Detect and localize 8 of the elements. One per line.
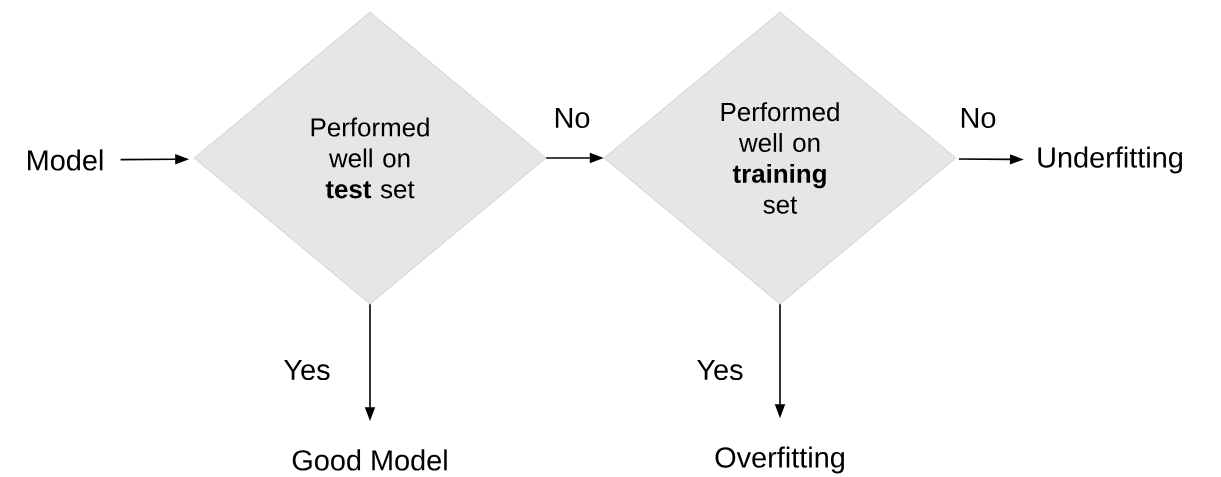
outcome-label: Underfitting: [1038, 146, 1182, 174]
edge-label: No: [961, 107, 996, 129]
outcome-label: Overfitting: [715, 446, 844, 474]
edge-label: Yes: [697, 359, 743, 381]
edge-label: No: [555, 107, 590, 129]
input-label: Model: [28, 149, 103, 171]
outcome-label: Good Model: [292, 449, 447, 471]
edge-label: Yes: [284, 359, 330, 381]
